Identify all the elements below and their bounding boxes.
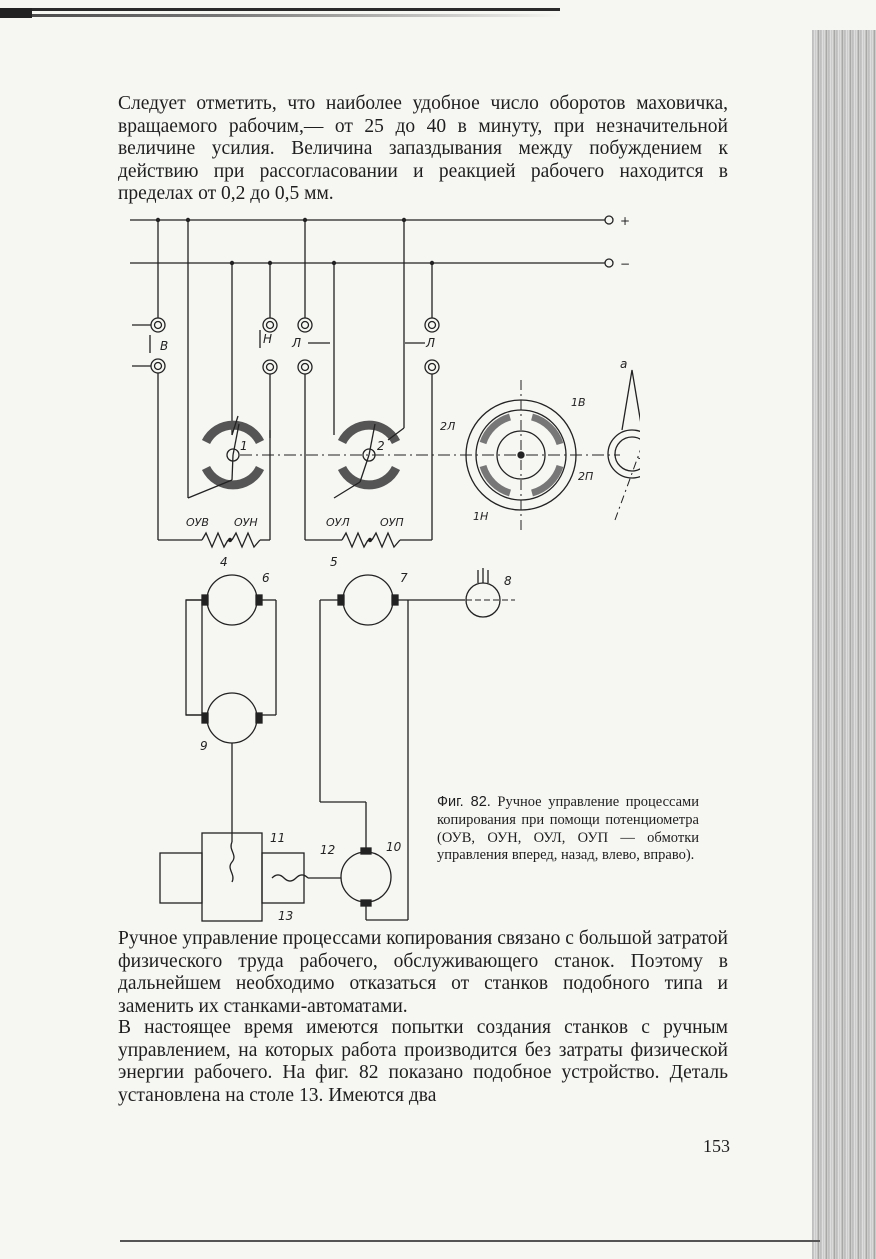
windings-4 (158, 515, 271, 549)
figure-caption-number: Фиг. 82. (437, 794, 491, 810)
windings-5 (304, 498, 432, 549)
paragraph-bottom-1: Ручное управление процессами копирования… (118, 928, 728, 1017)
label-4: 4 (220, 555, 228, 569)
label-1v: 1В (571, 396, 586, 409)
label-1: 1 (240, 439, 248, 453)
generator-6 (185, 574, 277, 716)
potentiometer-1 (187, 415, 271, 499)
scan-binding-strip (812, 30, 876, 1259)
label-2l: 2Л (440, 420, 455, 433)
label-2: 2 (377, 439, 385, 453)
label-12: 12 (320, 843, 335, 857)
table-13 (159, 832, 341, 922)
dir-label-v: В (160, 339, 168, 353)
tachometer-8 (465, 568, 515, 618)
label-8: 8 (504, 574, 512, 588)
label-6: 6 (262, 571, 270, 585)
figure-caption-text: Ручное управление процессами копирования… (437, 794, 699, 864)
page-number: 153 (703, 1136, 730, 1156)
power-buses (130, 215, 614, 268)
motor-9 (201, 692, 263, 842)
winding-oun: ОУН (234, 516, 258, 529)
label-3: 3 (638, 448, 640, 462)
figure-caption: Фиг. 82. Ручное управление процессами ко… (437, 794, 699, 865)
label-5: 5 (330, 555, 338, 569)
label-9: 9 (200, 739, 208, 753)
label-1n: 1Н (473, 510, 488, 523)
dir-label-l-right: Л (425, 336, 435, 350)
paragraph-bottom-2: В настоящее время имеются попытки создан… (118, 1017, 728, 1106)
potentiometer-2 (333, 420, 405, 499)
stylus-3 (607, 369, 640, 521)
cam-disc (465, 380, 577, 530)
bus-plus-label: + (620, 214, 630, 228)
generator-7 (319, 574, 465, 920)
label-7: 7 (400, 571, 408, 585)
label-13: 13 (278, 909, 293, 923)
bus-minus-label: − (620, 257, 630, 271)
paragraph-top: Следует отметить, что наиболее удобное ч… (118, 93, 728, 204)
winding-oup: ОУП (380, 516, 404, 529)
winding-ouv: ОУВ (186, 516, 209, 529)
label-2p: 2П (578, 470, 593, 483)
scan-bottom-edge (120, 1240, 820, 1242)
dir-label-l-left: Л (291, 336, 301, 350)
switch-contacts-l-left (297, 317, 330, 375)
label-11: 11 (270, 831, 285, 845)
switch-contacts-n (259, 317, 278, 375)
figure-82-diagram: + − В Н Л (130, 214, 640, 923)
junction-dots (155, 217, 435, 266)
label-a: а (620, 357, 627, 371)
dir-label-n: Н (263, 332, 272, 346)
scan-top-edge (0, 8, 560, 22)
winding-oul: ОУЛ (326, 516, 350, 529)
label-10: 10 (386, 840, 402, 854)
motor-10 (320, 801, 408, 921)
